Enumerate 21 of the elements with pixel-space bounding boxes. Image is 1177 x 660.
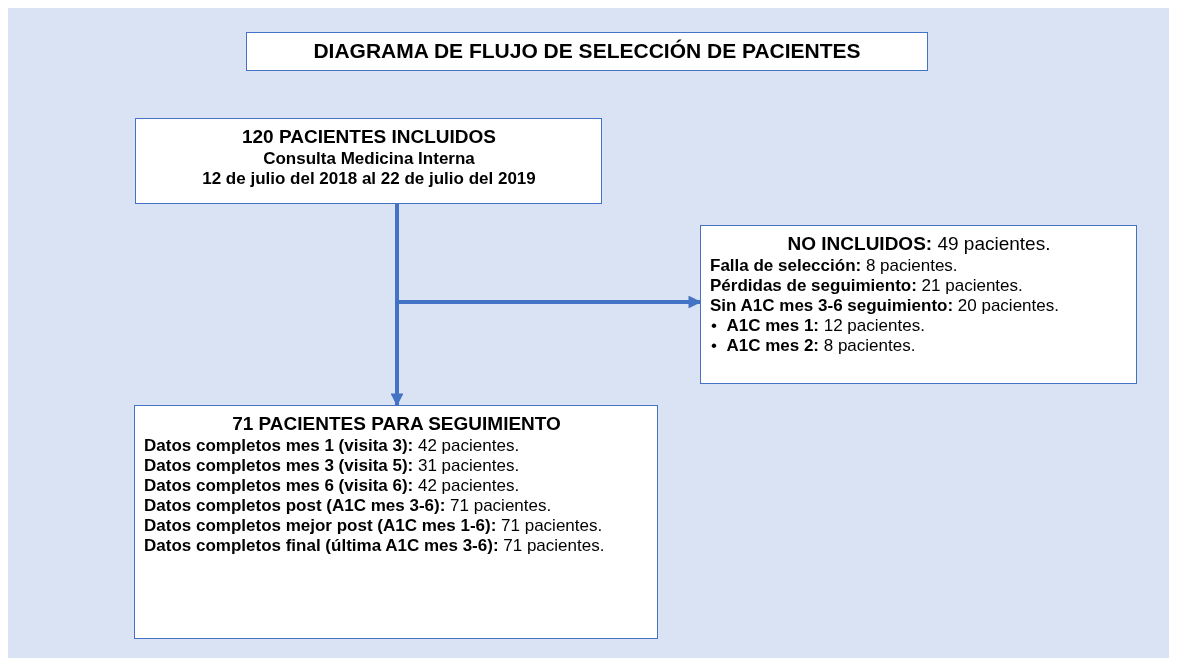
box-text: • A1C mes 1: 12 pacientes. [710,316,926,336]
box-text: • A1C mes 2: 8 pacientes. [710,336,917,356]
process-box [135,118,602,204]
box-heading: 120 PACIENTES INCLUIDOS [240,125,498,149]
box-heading: NO INCLUIDOS: 49 pacientes. [786,232,1052,256]
box-text: 12 de julio del 2018 al 22 de julio del 2019 [201,169,537,189]
diagram-title: DIAGRAMA DE FLUJO DE SELECCIÓN DE PACIENTES [312,41,862,61]
box-text: Pérdidas de seguimiento: 21 pacientes. [710,276,1024,296]
box-text: Datos completos mejor post (A1C mes 1-6): 71 pacientes. [144,516,604,536]
box-text: Datos completos final (última A1C mes 3-6): 71 pacientes. [144,536,606,556]
box-text: Datos completos post (A1C mes 3-6): 71 pacientes. [144,496,553,516]
process-box [134,405,658,639]
box-text: Consulta Medicina Interna [262,149,476,169]
box-text: Falla de selección: 8 pacientes. [710,256,959,276]
box-heading: 71 PACIENTES PARA SEGUIMIENTO [231,412,562,436]
box-text: Datos completos mes 1 (visita 3): 42 pacientes. [144,436,521,456]
box-text: Datos completos mes 6 (visita 6): 42 pacientes. [144,476,521,496]
arrow [395,204,702,309]
box-text: Datos completos mes 3 (visita 5): 31 pacientes. [144,456,521,476]
box-text: Sin A1C mes 3-6 seguimiento: 20 pacientes. [710,296,1060,316]
process-box [700,225,1137,384]
